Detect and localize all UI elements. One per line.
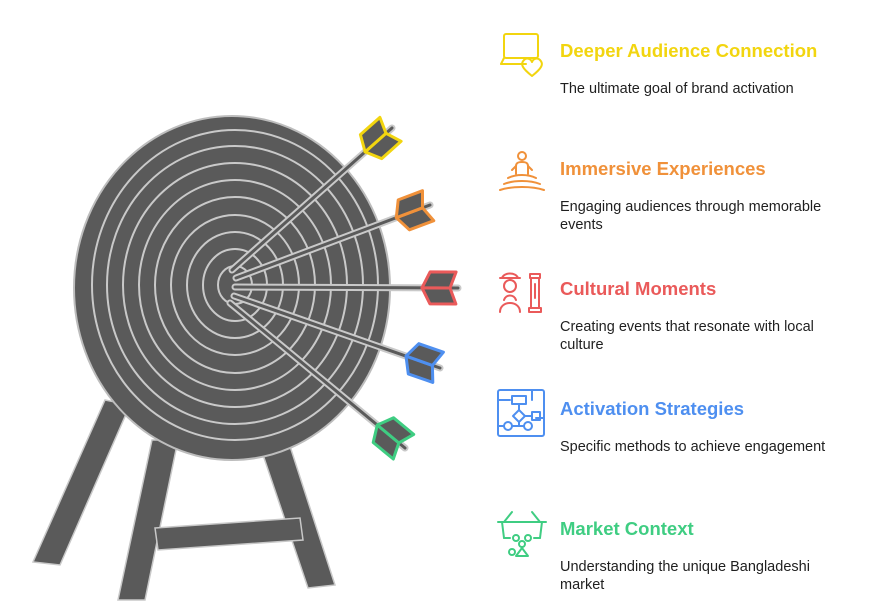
flowchart-icon (497, 389, 545, 437)
item-title: Activation Strategies (560, 398, 745, 419)
item-description: Specific methods to achieve engagement (560, 439, 826, 455)
arrow-green (226, 299, 416, 461)
cultural-figure-icon (499, 272, 542, 313)
market-basket-icon (497, 511, 547, 557)
item-title: Immersive Experiences (560, 158, 766, 179)
item-title: Cultural Moments (560, 278, 717, 299)
item-title: Market Context (560, 518, 694, 539)
arrow-red (231, 270, 462, 306)
meditation-person-icon (499, 151, 545, 191)
item-description: Engaging audiences through memorable eve… (560, 199, 822, 233)
item-description: Creating events that resonate with local… (560, 319, 814, 353)
laptop-heart-icon (500, 33, 543, 77)
item-title: Deeper Audience Connection (560, 40, 818, 61)
arrow-blue (230, 292, 445, 384)
arrow-orange (232, 189, 436, 282)
item-description: The ultimate goal of brand activation (560, 81, 794, 97)
item-description: Understanding the unique Bangladeshi mar… (560, 559, 810, 593)
arrow-yellow (228, 115, 403, 274)
